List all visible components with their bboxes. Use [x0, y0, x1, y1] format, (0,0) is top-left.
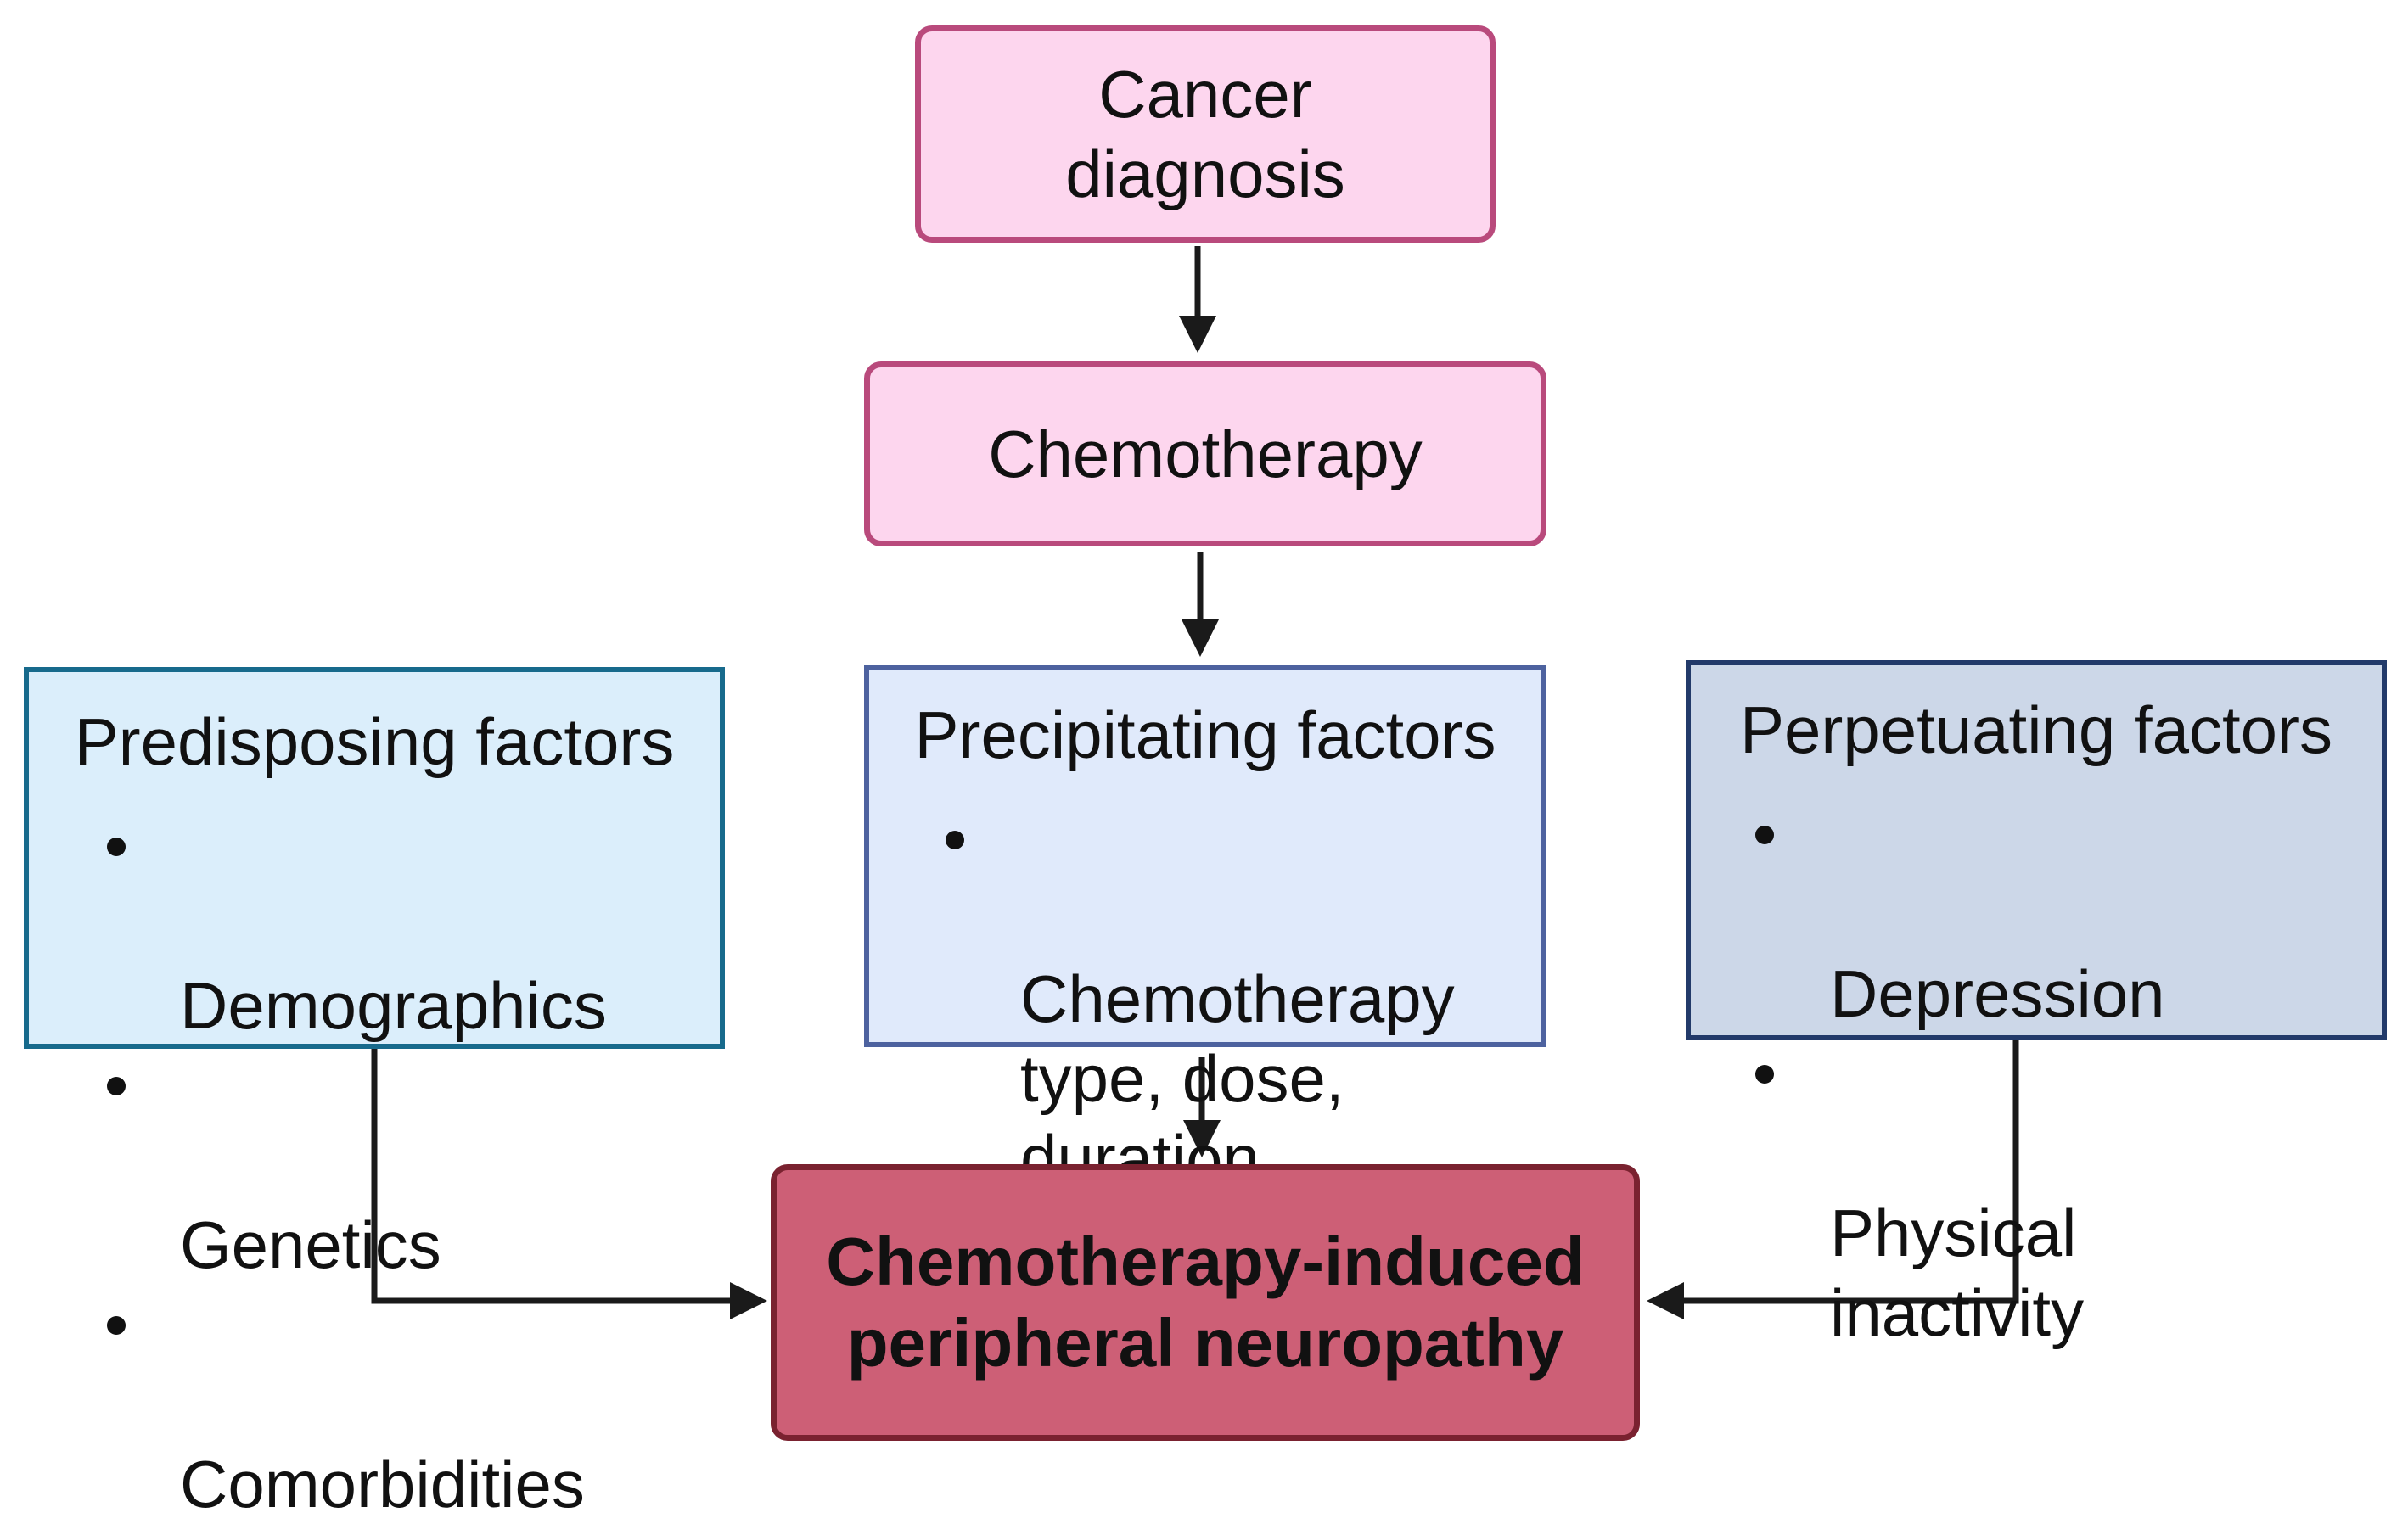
list-item: Demographics — [29, 806, 720, 1045]
node-chemotherapy: Chemotherapy — [864, 361, 1546, 546]
bullet-icon — [1755, 1065, 1774, 1084]
diagram-edges — [371, 246, 2019, 1319]
perpetuating-item-text: Depression — [1830, 956, 2165, 1031]
precipitating-item-text: Chemotherapy type, dose, duration — [1020, 961, 1455, 1196]
edge-perpetuating-to-cipn — [1682, 1040, 2019, 1304]
edge-predisposing-to-cipn — [371, 1049, 732, 1304]
list-item: Physical inactivity — [1691, 1034, 2382, 1353]
node-chemotherapy-induced-peripheral-neuropathy: Chemotherapy-induced peripheral neuropat… — [771, 1164, 1640, 1441]
arrowhead-down-cipn — [1183, 1120, 1221, 1157]
precipitating-heading: Precipitating factors — [914, 698, 1496, 772]
list-item: Depression — [1691, 794, 2382, 1034]
node-cancer-diagnosis: Cancer diagnosis — [915, 25, 1496, 243]
bullet-icon — [107, 1316, 126, 1335]
bullet-icon — [107, 1077, 126, 1095]
list-item: Genetics — [29, 1045, 720, 1285]
predisposing-item-text: Demographics — [180, 968, 607, 1043]
precipitating-list: Chemotherapy type, dose, duration — [869, 799, 1541, 1198]
arrowhead-left-cipn — [1647, 1282, 1684, 1319]
predisposing-item-text: Genetics — [180, 1207, 441, 1282]
arrowhead-down-precipitating — [1182, 619, 1219, 657]
node-cipn-label: Chemotherapy-induced peripheral neuropat… — [826, 1224, 1585, 1381]
node-predisposing-factors: Predisposing factors Demographics Geneti… — [24, 667, 725, 1521]
node-cancer-diagnosis-label: Cancer diagnosis — [1065, 57, 1345, 211]
perpetuating-item-text: Physical inactivity — [1830, 1196, 2085, 1350]
arrowhead-down-chemotherapy — [1179, 316, 1216, 353]
perpetuating-heading: Perpetuating factors — [1739, 692, 2333, 767]
predisposing-list: Demographics Genetics Comorbidities — [29, 806, 720, 1524]
bullet-icon — [946, 831, 964, 849]
node-chemotherapy-label: Chemotherapy — [988, 417, 1423, 491]
list-item: Comorbidities — [29, 1285, 720, 1524]
bullet-icon — [1755, 826, 1774, 844]
flow-diagram: Cancer diagnosis Chemotherapy Predisposi… — [24, 25, 2387, 1521]
node-precipitating-factors: Precipitating factors Chemotherapy type,… — [864, 665, 1546, 1196]
list-item: Chemotherapy type, dose, duration — [869, 799, 1541, 1198]
bullet-icon — [107, 838, 126, 856]
node-perpetuating-factors: Perpetuating factors Depression Physical… — [1686, 660, 2387, 1350]
predisposing-item-text: Comorbidities — [180, 1447, 585, 1521]
arrowhead-right-cipn — [730, 1282, 767, 1319]
predisposing-heading: Predisposing factors — [74, 704, 675, 779]
perpetuating-list: Depression Physical inactivity — [1691, 794, 2382, 1353]
